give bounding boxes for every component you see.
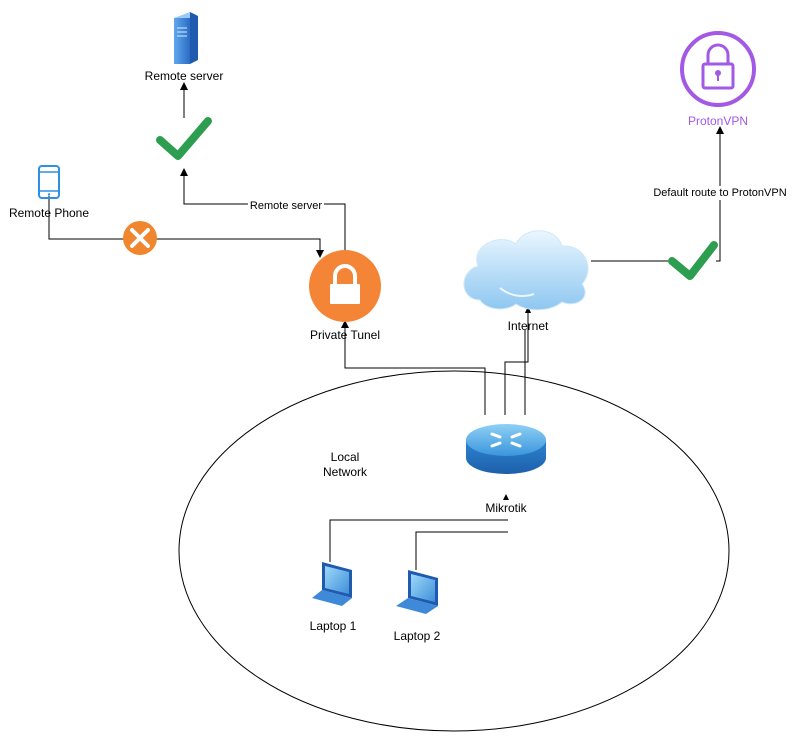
cloud-icon [463, 230, 589, 311]
router-icon [466, 424, 546, 474]
arrow-to-mikrotik [503, 494, 509, 500]
edge-router-to-laptop-2 [415, 531, 508, 570]
arrow-to-check-server [180, 168, 188, 176]
internet-label: Internet [507, 319, 549, 333]
edge-phone-to-tunnel [48, 196, 321, 254]
edge-router-to-laptop-1 [329, 519, 508, 562]
check-icon-vpn [668, 241, 718, 280]
remote-server-label: Remote server [144, 69, 224, 83]
laptop-icon-1 [312, 562, 352, 606]
protonvpn-label: ProtonVPN [687, 114, 749, 128]
server-icon [174, 12, 198, 64]
laptop-2-label: Laptop 2 [393, 629, 441, 643]
edge-router-to-tunnel [344, 327, 486, 415]
local-network-boundary [178, 370, 730, 732]
arrow-to-internet [525, 306, 531, 313]
laptop-1-label: Laptop 1 [309, 619, 357, 633]
mikrotik-label: Mikrotik [485, 501, 527, 515]
private-tunnel-label: Private Tunel [309, 328, 381, 342]
lock-icon-vpn [680, 31, 756, 107]
local-network-label-line2: Network [322, 465, 368, 479]
block-icon [123, 221, 157, 255]
check-icon-server [156, 117, 212, 160]
remote-phone-label: Remote Phone [8, 206, 90, 220]
arrow-to-tunnel-from-router [341, 320, 349, 328]
laptop-icon-2 [396, 570, 438, 614]
arrowheads [180, 82, 724, 500]
edge-label-remote-server: Remote server [247, 199, 325, 213]
arrow-to-vpn [716, 126, 724, 134]
local-network-label-line1: Local [330, 450, 360, 464]
edge-label-default-route: Default route to ProtonVPN [651, 186, 789, 200]
phone-icon [38, 165, 60, 199]
connectors [48, 88, 721, 570]
edge-router-to-internet-1 [504, 310, 529, 415]
arrow-to-tunnel-from-phone [316, 250, 324, 258]
edge-check-to-vpn [716, 132, 721, 262]
arrow-to-server [180, 82, 188, 90]
lock-icon-tunnel [309, 250, 381, 322]
